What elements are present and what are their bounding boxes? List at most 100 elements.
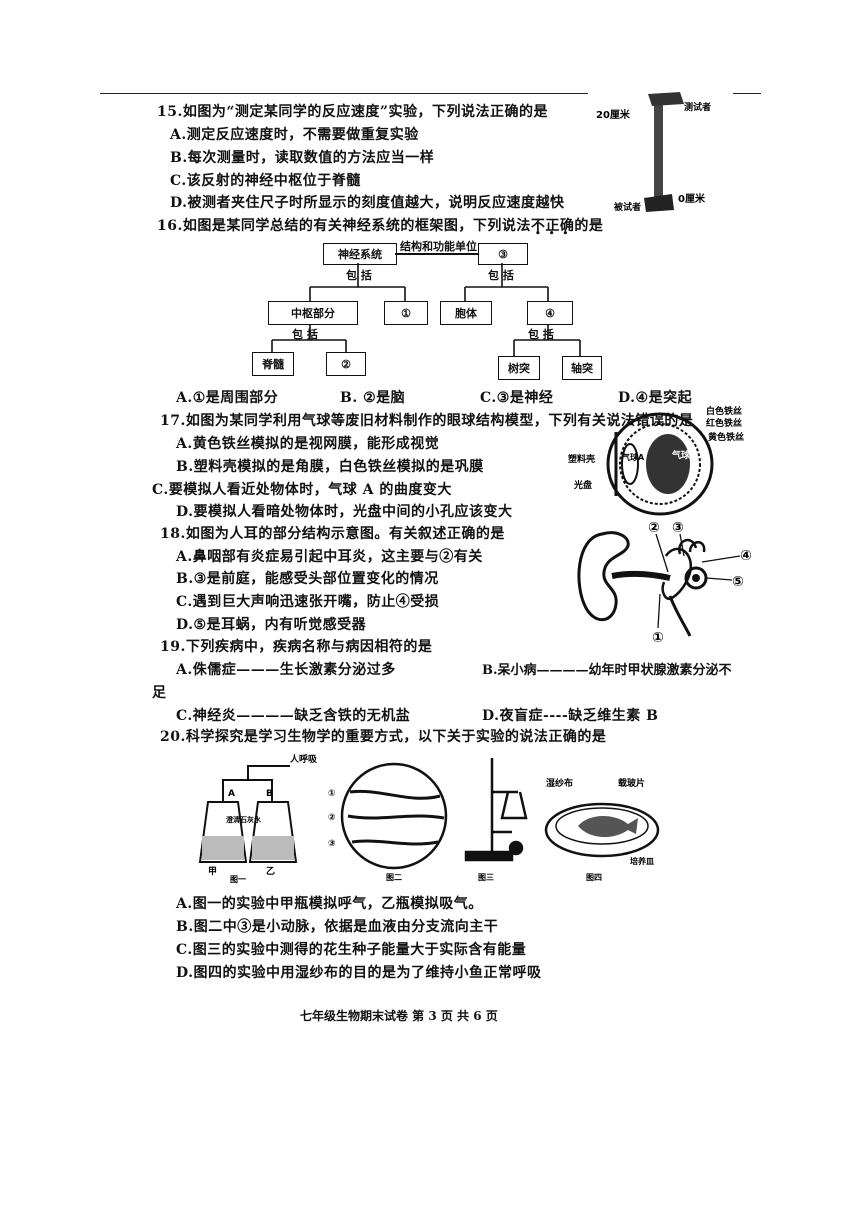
eyeball-outer: [606, 412, 714, 516]
label-fig-three: 图三: [478, 873, 494, 882]
q19-option-a: A.侏儒症———生长激素分泌过多: [176, 662, 396, 678]
q16-option-d: D.④是突起: [618, 390, 693, 406]
q19-option-d: D.夜盲症----缺乏维生素 B: [482, 708, 659, 724]
label-jia: 甲: [208, 866, 217, 877]
label-balloon-b: 气球B: [671, 449, 697, 461]
q19-option-b: B.呆小病————幼年时甲状腺激素分泌不: [482, 663, 732, 678]
label-subject: 被试者: [614, 201, 641, 213]
figure-two-view: [340, 762, 448, 870]
q17-option-c: C.要模拟人看近处物体时，气球 A 的曲度变大: [152, 482, 452, 498]
outer-ear: [577, 531, 630, 621]
label-dish: 培养皿: [630, 856, 654, 866]
label-a: A: [228, 789, 235, 799]
label-include-central: 包 括: [292, 328, 318, 341]
label-0cm: 0厘米: [678, 192, 706, 205]
label-structural-unit: 结构和功能单位: [400, 240, 477, 253]
box-cell-body: 胞体: [440, 301, 492, 325]
label-yellow-wire: 黄色铁丝: [708, 431, 744, 443]
box-dendrite: 树突: [498, 356, 540, 380]
top-rule-right: [733, 93, 761, 94]
q18-option-b: B.③是前庭，能感受头部位置变化的情况: [176, 571, 439, 587]
label-lime-water: 澄清石灰水: [225, 815, 262, 824]
label-red-wire: 红色铁丝: [706, 417, 742, 429]
figure-three-stand: [464, 758, 528, 862]
q20-option-a: A.图一的实验中甲瓶模拟呼气，乙瓶模拟吸气。: [176, 896, 483, 912]
q15-option-c: C.该反射的神经中枢位于脊髓: [170, 173, 361, 189]
label-white-wire: 白色铁丝: [706, 405, 742, 417]
box-1: ①: [384, 301, 428, 325]
tester-hand: [648, 92, 684, 106]
box-3: ③: [478, 243, 528, 265]
balloon-a-shape: [621, 443, 639, 485]
q16-stem: 16.如图是某同学总结的有关神经系统的框架图，下列说法不正确的是: [157, 218, 604, 234]
label-cover-slip: 载玻片: [618, 777, 645, 789]
label-balloon-a: 气球A: [621, 452, 645, 462]
label-fig-one: 图一: [230, 875, 246, 884]
q16-option-a: A.①是周围部分: [176, 390, 279, 406]
label-ear-3: ③: [672, 520, 684, 536]
q18-option-d: D.⑤是耳蜗，内有听觉感受器: [176, 617, 367, 633]
balloon-b-shape: [646, 434, 690, 494]
label-ear-4: ④: [740, 548, 752, 564]
q17-option-d: D.要模拟人看暗处物体时，光盘中间的小孔应该变大: [176, 504, 513, 520]
q18-ear-figure: ② ③ ④ ⑤ ①: [577, 520, 752, 646]
q19-option-c: C.神经炎————缺乏含铁的无机盐: [176, 708, 411, 724]
subject-hand: [644, 194, 674, 212]
label-disc: 光盘: [573, 479, 592, 491]
q20-experiment-figures: 人呼吸 A B 澄清石灰水 甲 乙 图一 ① ② ③ 图二 图三 湿纱布 载玻片…: [198, 753, 660, 884]
label-ear-2: ②: [648, 520, 660, 536]
label-tester: 测试者: [684, 101, 711, 113]
label-f2-1: ①: [328, 789, 336, 799]
tree-lines: [271, 263, 581, 356]
q17-stem: 17.如图为某同学利用气球等废旧材料制作的眼球结构模型，下列有关说法错误的是: [160, 413, 694, 429]
ruler: [654, 100, 663, 206]
q19-option-b-continued: 足: [152, 685, 167, 701]
box-nervous-system: 神经系统: [323, 243, 397, 265]
emphasis-dots: •••: [535, 229, 577, 239]
label-breath: 人呼吸: [289, 753, 318, 765]
top-rule: [100, 93, 588, 94]
q15-stem: 15.如图为“测定某同学的反应速度”实验，下列说法正确的是: [157, 104, 548, 120]
q15-option-a: A.测定反应速度时，不需要做重复实验: [170, 127, 419, 143]
label-ear-5: ⑤: [732, 574, 744, 590]
semicircular-canals: [678, 538, 706, 555]
box-axon: 轴突: [562, 356, 602, 380]
vessel-lines: [347, 789, 445, 846]
q18-option-a: A.鼻咽部有炎症易引起中耳炎，这主要与②有关: [176, 549, 483, 565]
q15-ruler-figure: 20厘米 测试者 被试者 0厘米: [596, 92, 711, 213]
q16-option-b: B. ②是脑: [340, 390, 406, 406]
eyeball-inner: [619, 423, 701, 505]
fish-shape: [578, 816, 638, 838]
q20-option-b: B.图二中③是小动脉，依据是血液由分支流向主干: [176, 919, 499, 935]
label-fig-two: 图二: [386, 873, 402, 882]
q15-option-d: D.被测者夹住尺子时所显示的刻度值越大，说明反应速度越快: [170, 195, 565, 211]
label-f2-2: ②: [328, 813, 336, 823]
q15-option-b: B.每次测量时，读取数值的方法应当一样: [170, 150, 435, 166]
label-fig-four: 图四: [586, 873, 602, 882]
label-include-left: 包 括: [346, 269, 372, 282]
q18-option-c: C.遇到巨大声响迅速张开嘴，防止④受损: [176, 594, 440, 610]
ear-canal: [611, 570, 671, 581]
label-include-4: 包 括: [528, 328, 554, 341]
q19-stem: 19.下列疾病中，疾病名称与病因相符的是: [160, 639, 433, 655]
q18-stem: 18.如图为人耳的部分结构示意图。有关叙述正确的是: [160, 526, 505, 542]
label-b: B: [266, 789, 273, 799]
q17-eye-model-figure: 气球B 气球A 白色铁丝 红色铁丝 黄色铁丝 塑料壳 光盘: [568, 405, 744, 516]
q17-option-a: A.黄色铁丝模拟的是视网膜，能形成视觉: [176, 436, 440, 452]
q16-option-c: C.③是神经: [480, 390, 554, 406]
eustachian-tube: [668, 595, 692, 637]
q17-option-b: B.塑料壳模拟的是角膜，白色铁丝模拟的是巩膜: [176, 459, 484, 475]
box-2: ②: [326, 352, 366, 376]
box-4: ④: [527, 301, 573, 325]
box-central: 中枢部分: [268, 301, 358, 325]
label-include-right: 包 括: [488, 269, 514, 282]
page-footer: 七年级生物期末试卷 第 3 页 共 6 页: [300, 1009, 498, 1023]
q20-option-c: C.图三的实验中测得的花生种子能量大于实际含有能量: [176, 942, 527, 958]
label-ear-1: ①: [652, 630, 664, 646]
label-20cm: 20厘米: [596, 108, 631, 121]
label-plastic-shell: 塑料壳: [568, 453, 595, 465]
label-wet-gauze: 湿纱布: [546, 777, 573, 789]
box-spinal-cord: 脊髓: [252, 352, 294, 376]
q20-option-d: D.图四的实验中用湿纱布的目的是为了维持小鱼正常呼吸: [176, 965, 542, 981]
label-yi: 乙: [266, 866, 275, 877]
